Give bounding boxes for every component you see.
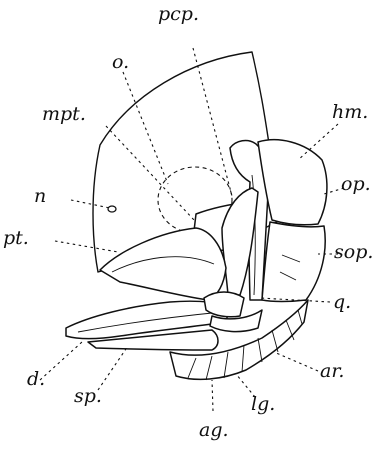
label-mpt: mpt. (42, 103, 86, 125)
palatine-bone (100, 228, 226, 300)
label-pcp: pcp. (158, 3, 199, 25)
label-d: d. (27, 368, 45, 390)
quadrate-bone (204, 292, 244, 317)
label-op: op. (341, 173, 371, 195)
label-o: o. (112, 51, 129, 73)
label-q: q. (333, 291, 351, 313)
label-lg: lg. (251, 393, 275, 415)
nostril (108, 206, 116, 212)
label-sp: sp. (74, 385, 102, 407)
label-ar: ar. (320, 360, 344, 382)
label-ag: ag. (199, 419, 229, 441)
label-hm: hm. (332, 101, 368, 123)
label-n: n (34, 185, 46, 207)
subopercular-bone (262, 222, 325, 302)
label-sop: sop. (334, 241, 373, 263)
opercular-bone (258, 140, 327, 225)
label-pt: pt. (3, 227, 29, 249)
